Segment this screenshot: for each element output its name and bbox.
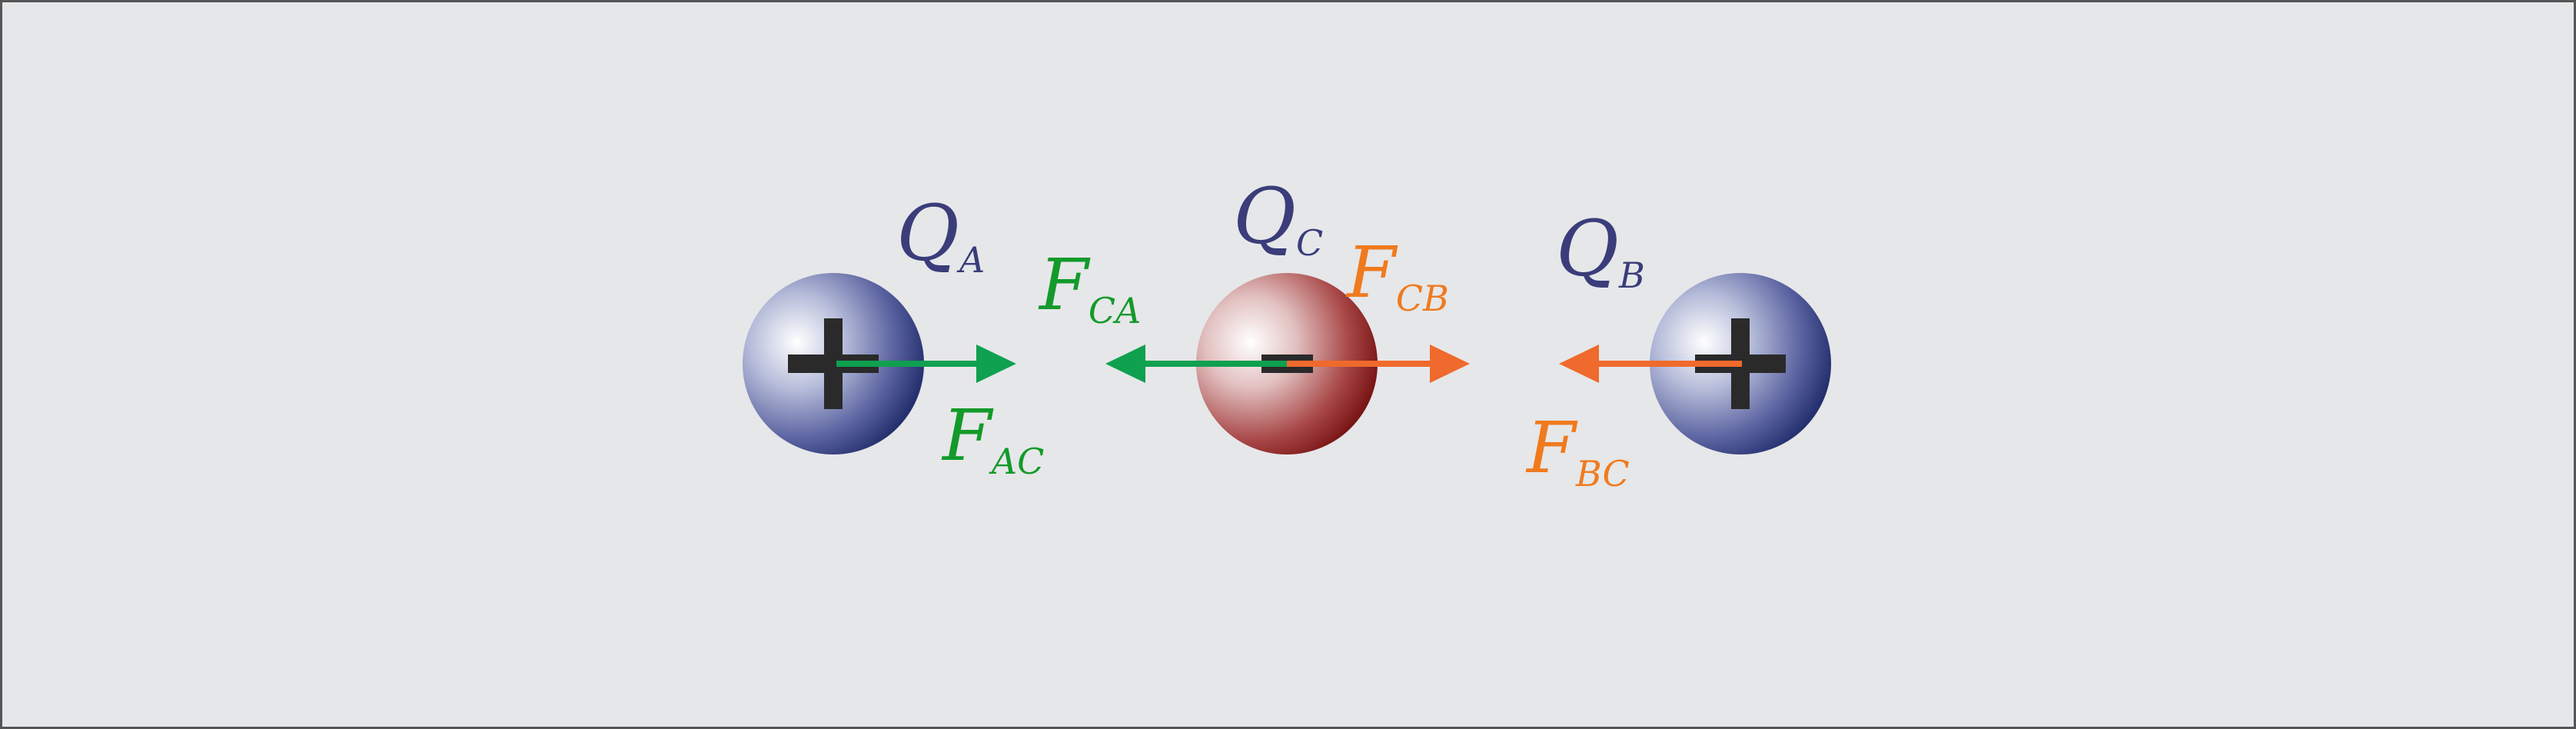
force-arrow-bc bbox=[1559, 345, 1742, 383]
charge-label-b: QB bbox=[1556, 204, 1645, 296]
charge-label-a-main: Q bbox=[896, 188, 959, 278]
force-arrow-ca bbox=[1105, 345, 1287, 383]
charge-label-b-main: Q bbox=[1556, 204, 1619, 294]
force-label-cb: FCB bbox=[1345, 231, 1449, 319]
force-label-ca-main: F bbox=[1038, 244, 1091, 326]
force-label-bc-main: F bbox=[1525, 407, 1578, 489]
force-label-ca-sub: CA bbox=[1089, 290, 1141, 331]
force-arrow-cb bbox=[1287, 345, 1470, 383]
force-label-ac: FAC bbox=[941, 394, 1044, 482]
force-arrow-ac bbox=[836, 345, 1016, 383]
force-label-cb-sub: CB bbox=[1396, 278, 1449, 319]
force-label-bc: FBC bbox=[1525, 407, 1630, 494]
charge-label-c-sub: C bbox=[1296, 222, 1323, 264]
force-label-ac-sub: AC bbox=[989, 441, 1044, 482]
charge-label-c-main: Q bbox=[1233, 171, 1296, 261]
charge-label-a-sub: A bbox=[956, 239, 985, 281]
charge-label-c: QC bbox=[1233, 171, 1323, 264]
charge-label-a: QA bbox=[896, 188, 985, 281]
force-label-bc-sub: BC bbox=[1575, 453, 1630, 494]
charge-label-b-sub: B bbox=[1618, 255, 1645, 296]
force-label-cb-main: F bbox=[1345, 231, 1398, 314]
force-label-ca: FCA bbox=[1038, 244, 1141, 331]
force-label-ac-main: F bbox=[941, 394, 994, 477]
